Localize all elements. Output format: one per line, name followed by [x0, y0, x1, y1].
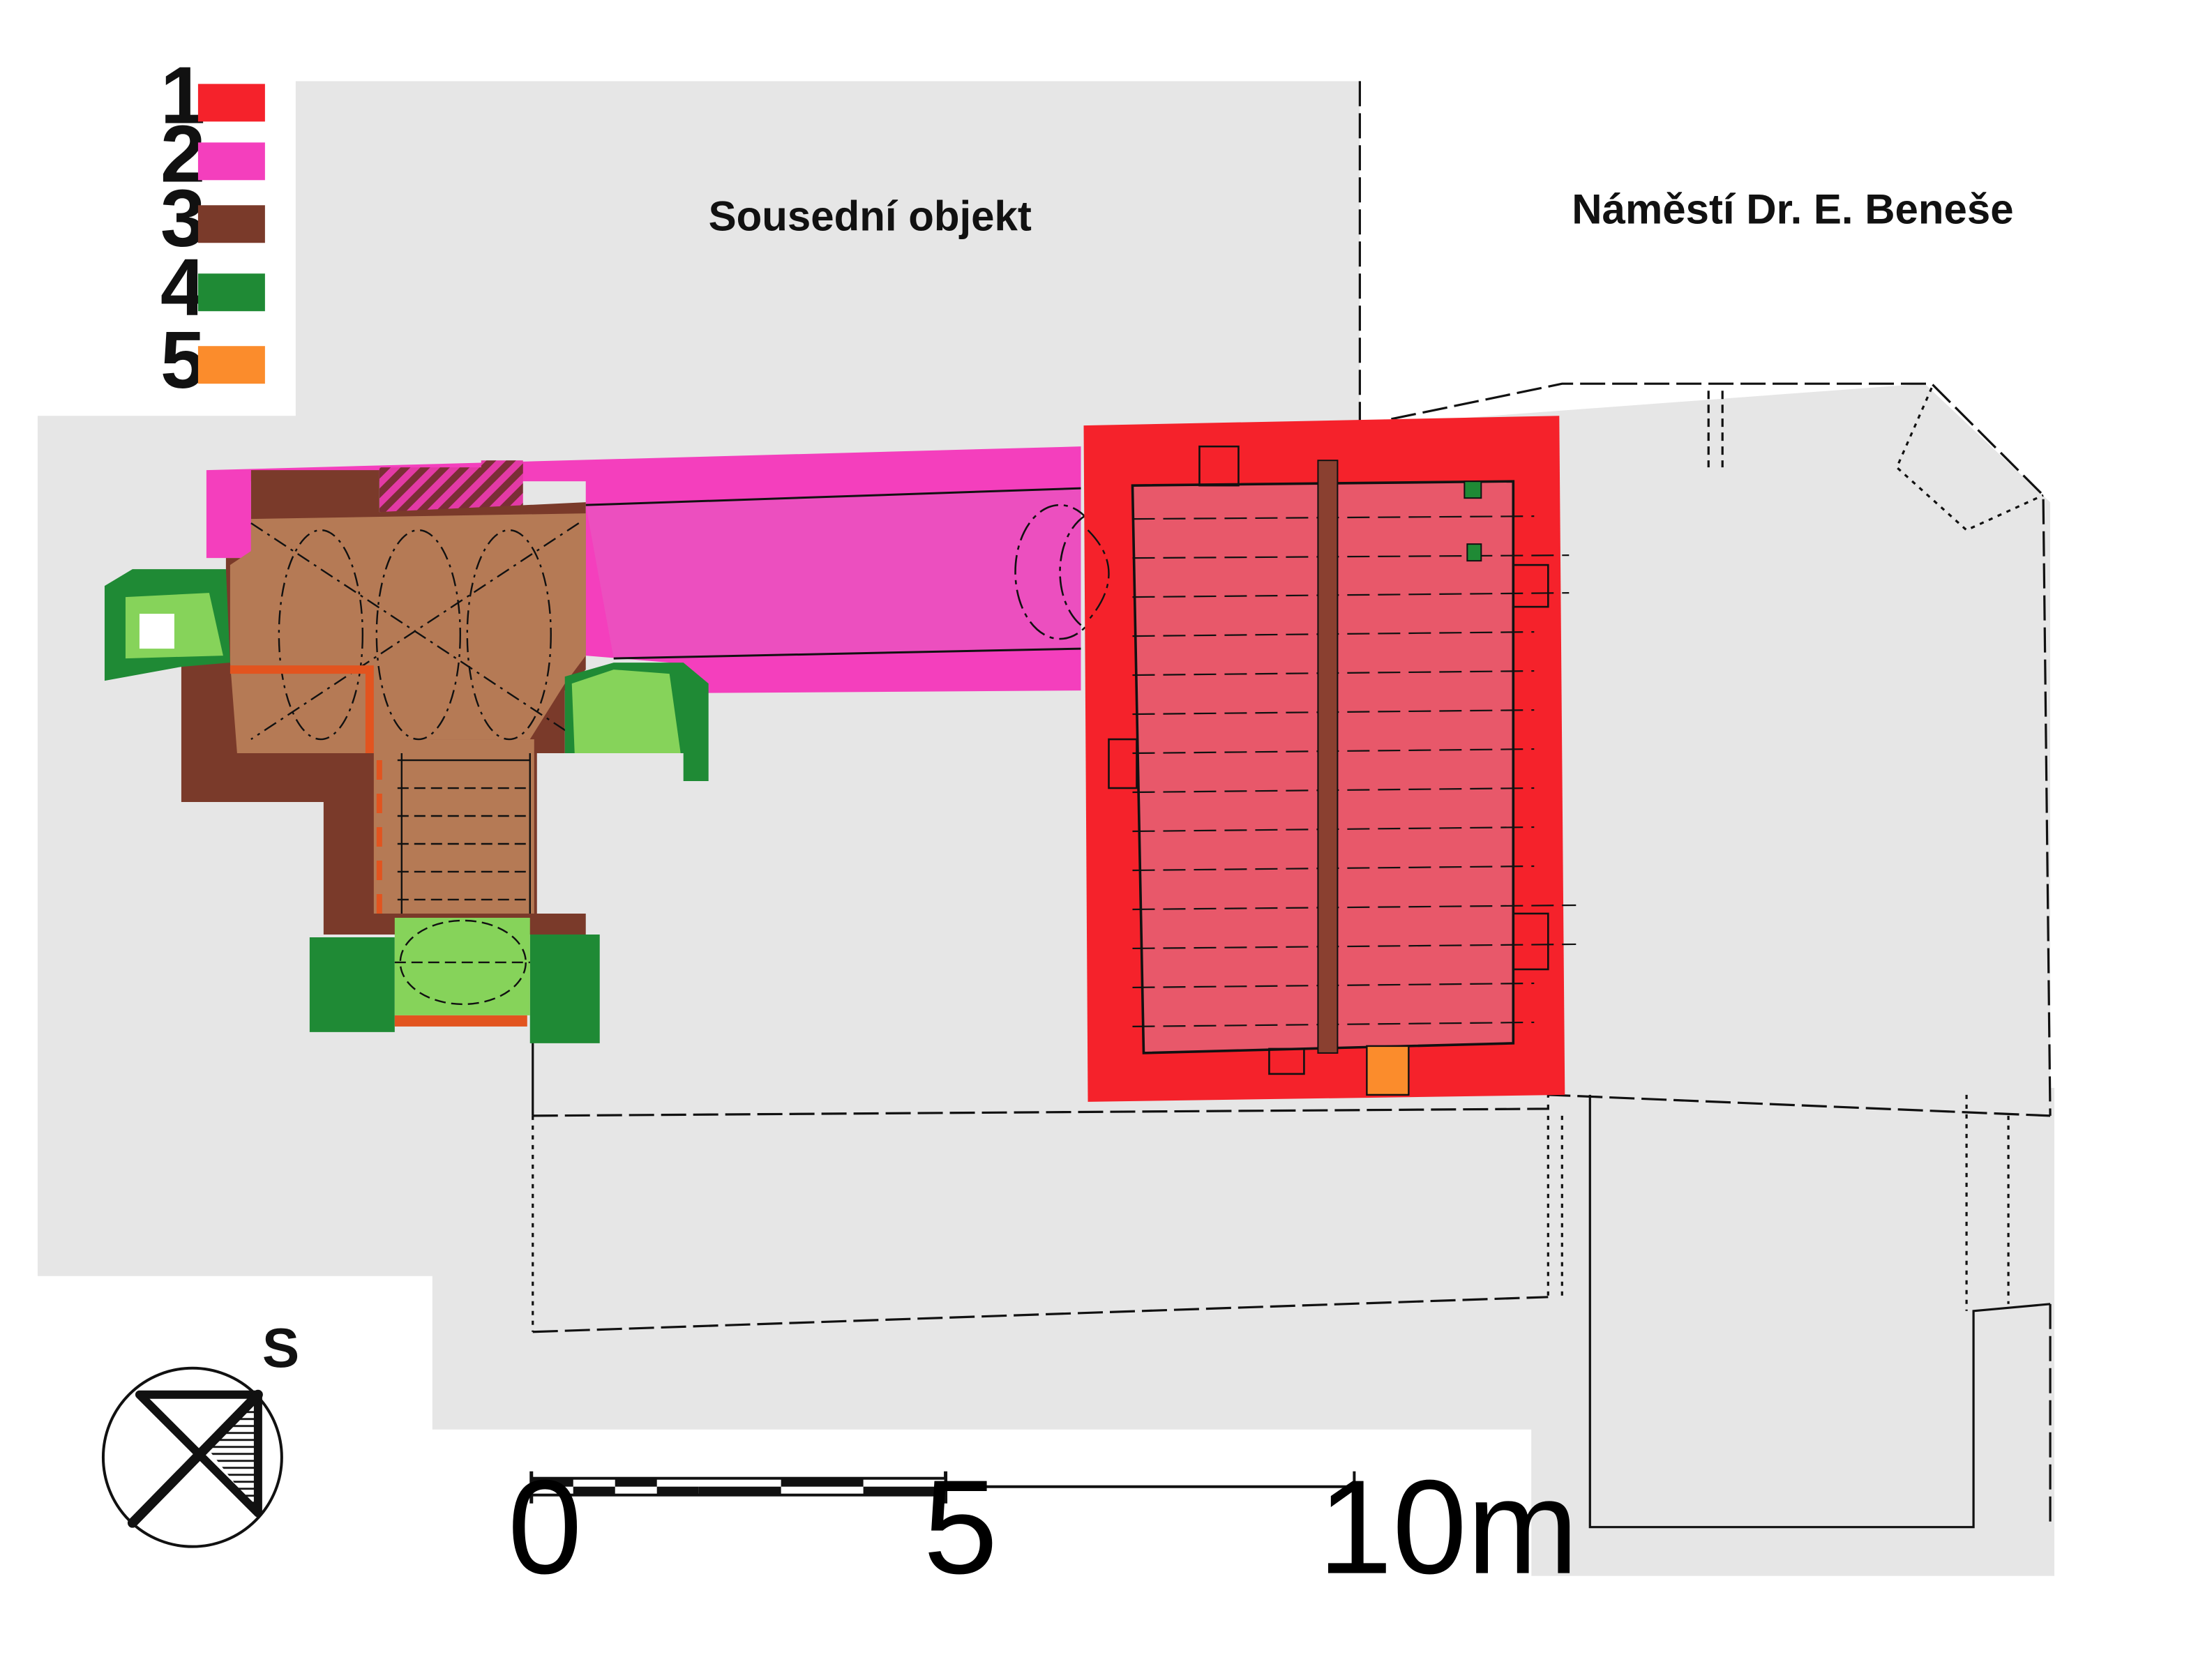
phase-3-rooms — [181, 470, 586, 935]
legend-num-3: 3 — [160, 172, 205, 263]
phase-4-green — [104, 569, 1305, 1047]
legend-swatch-4 — [197, 273, 265, 312]
legend-num-5: 5 — [160, 315, 205, 405]
legend-swatch-2 — [197, 142, 265, 181]
scale-label-10m: 10m — [1318, 1452, 1578, 1602]
phase-1-building — [1083, 416, 1577, 1102]
legend-num-4: 4 — [160, 242, 205, 333]
neighbor-building-label: Sousední objekt — [709, 192, 1032, 239]
phase-5-detail — [1366, 1045, 1410, 1096]
site-background-lower — [1531, 1087, 2055, 1576]
legend: 1 2 3 4 5 — [160, 50, 265, 405]
legend-swatch-5 — [197, 346, 265, 384]
property-boundaries — [532, 81, 2052, 1529]
legend-num-1: 1 — [160, 50, 205, 140]
opening-window — [139, 614, 174, 649]
legend-swatch-3 — [197, 205, 265, 243]
scale-bar: 0 5 10m — [508, 1452, 1579, 1602]
north-arrow: S — [101, 1317, 299, 1548]
scale-label-0: 0 — [508, 1452, 582, 1602]
legend-swatch-1 — [197, 84, 265, 122]
square-label: Náměstí Dr. E. Beneše — [1572, 186, 2013, 232]
phase-2-corridor — [206, 446, 1145, 694]
legend-num-2: 2 — [160, 108, 205, 199]
scale-label-5: 5 — [924, 1452, 998, 1602]
north-letter: S — [262, 1317, 299, 1379]
